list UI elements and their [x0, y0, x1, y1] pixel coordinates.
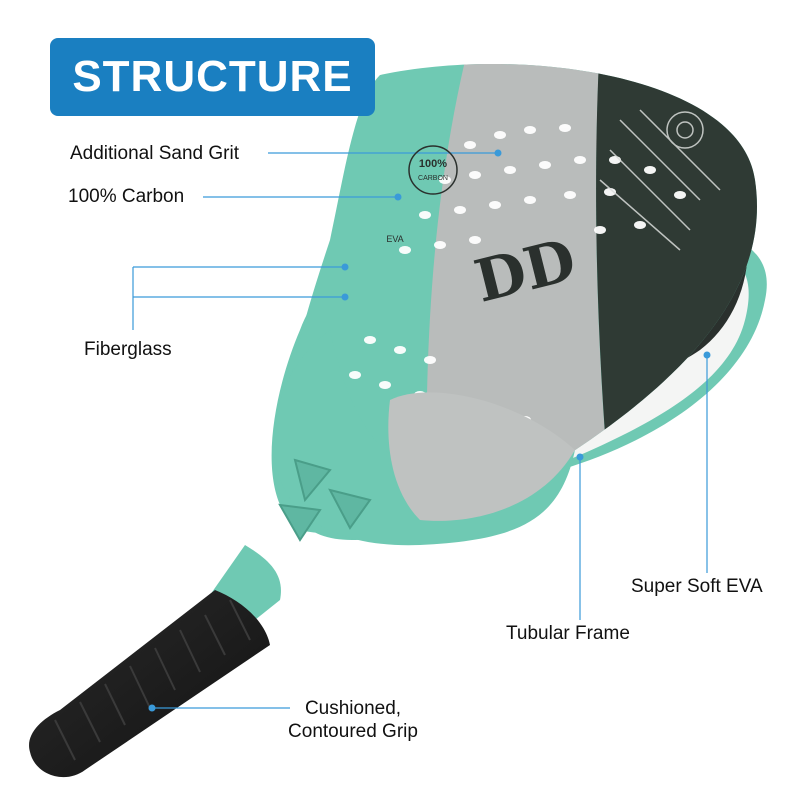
structure-heading-badge: STRUCTURE [50, 38, 375, 116]
leader-dots [148, 149, 711, 712]
fiberglass-label: Fiberglass [84, 339, 172, 360]
sand-grit-label: Additional Sand Grit [70, 143, 239, 164]
grip-label: Cushioned, Contoured Grip [278, 697, 428, 743]
carbon-badge-ring [408, 145, 458, 195]
eva-label: Super Soft EVA [631, 576, 763, 597]
carbon-badge-text: CARBON [418, 175, 448, 182]
carbon-badge-percent: 100% [419, 158, 447, 170]
frame-label: Tubular Frame [506, 623, 630, 644]
grip-wrap-lines [54, 599, 251, 761]
eva-mark: EVA [386, 234, 403, 244]
throat-cutouts [278, 458, 372, 542]
face-dark-section [596, 63, 757, 540]
leader-lines [132, 152, 708, 709]
carbon-label: 100% Carbon [68, 186, 185, 207]
paddle-lower-grey [388, 392, 575, 521]
grip-label-line2: Contoured Grip [288, 721, 418, 742]
grip-label-line1: Cushioned, [304, 698, 402, 719]
face-line-art [599, 109, 721, 251]
structure-heading: STRUCTURE [72, 52, 353, 101]
grip [29, 590, 270, 778]
